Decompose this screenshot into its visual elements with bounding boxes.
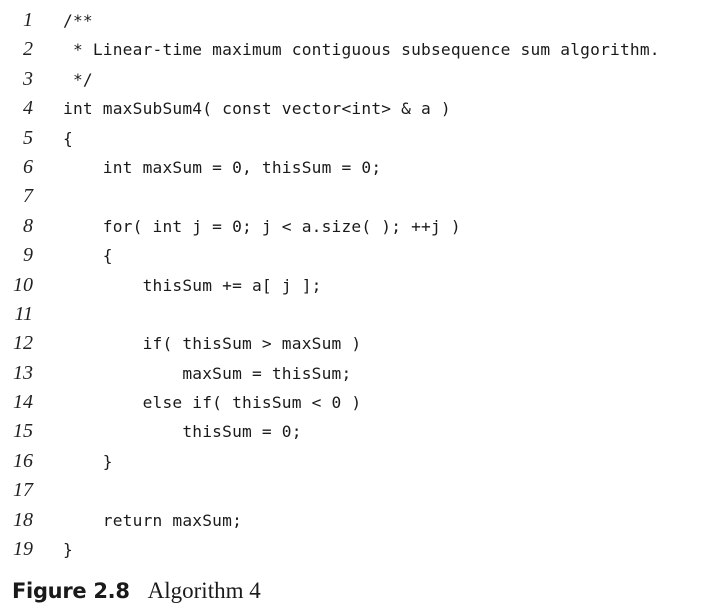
line-number: 4	[23, 97, 33, 120]
code-text: */	[63, 69, 93, 89]
code-line: 14 else if( thisSum < 0 )	[0, 388, 714, 417]
code-text: maxSum = thisSum;	[63, 363, 352, 383]
line-number: 7	[23, 185, 33, 208]
line-number: 19	[13, 538, 33, 561]
code-line: 6 int maxSum = 0, thisSum = 0;	[0, 153, 714, 182]
figure-caption: Figure 2.8 Algorithm 4	[12, 578, 261, 604]
code-line: 5{	[0, 124, 714, 153]
code-line: 8 for( int j = 0; j < a.size( ); ++j )	[0, 212, 714, 241]
line-number: 11	[14, 302, 33, 325]
figure-label: Figure 2.8	[12, 579, 130, 603]
code-text: return maxSum;	[63, 510, 243, 530]
code-line: 18 return maxSum;	[0, 506, 714, 535]
code-line: 3 */	[0, 65, 714, 94]
code-text: int maxSubSum4( const vector<int> & a )	[63, 99, 451, 119]
code-text: int maxSum = 0, thisSum = 0;	[63, 157, 382, 177]
code-line: 4 int maxSubSum4( const vector<int> & a )	[0, 94, 714, 123]
code-line: 9 {	[0, 241, 714, 270]
line-number: 10	[13, 273, 33, 296]
code-line: 7	[0, 182, 714, 211]
code-text: }	[63, 451, 113, 471]
line-number: 14	[13, 391, 33, 414]
code-text: {	[63, 128, 73, 148]
line-number: 5	[23, 126, 33, 149]
line-number: 1	[23, 9, 33, 31]
code-text: }	[63, 540, 73, 560]
line-number: 6	[23, 155, 33, 178]
code-line: 11	[0, 300, 714, 329]
line-number: 18	[13, 508, 33, 531]
code-text: thisSum = 0;	[63, 422, 302, 442]
line-number: 3	[23, 67, 33, 90]
code-text: for( int j = 0; j < a.size( ); ++j )	[63, 216, 461, 236]
code-line: 10 thisSum += a[ j ];	[0, 271, 714, 300]
code-text: if( thisSum > maxSum )	[63, 334, 362, 354]
code-line: 16 }	[0, 447, 714, 476]
line-number: 15	[13, 420, 33, 443]
line-number: 12	[13, 332, 33, 355]
code-text: * Linear-time maximum contiguous subsequ…	[63, 40, 660, 60]
line-number: 9	[23, 244, 33, 267]
code-line: 2 * Linear-time maximum contiguous subse…	[0, 35, 714, 64]
code-text: /**	[63, 11, 93, 30]
line-number: 8	[23, 214, 33, 237]
code-line: 17	[0, 476, 714, 505]
line-number: 13	[13, 361, 33, 384]
code-text: {	[63, 246, 113, 266]
code-listing: 1 /** 2 * Linear-time maximum contiguous …	[0, 6, 714, 564]
code-text: thisSum += a[ j ];	[63, 275, 322, 295]
figure-title: Algorithm 4	[147, 578, 261, 603]
line-number: 2	[23, 38, 33, 61]
code-line: 13 maxSum = thisSum;	[0, 359, 714, 388]
line-number: 16	[13, 449, 33, 472]
code-line: 15 thisSum = 0;	[0, 417, 714, 446]
line-number: 17	[13, 479, 33, 502]
code-line: 19}	[0, 535, 714, 564]
code-text: else if( thisSum < 0 )	[63, 393, 362, 413]
code-line: 1 /**	[0, 6, 714, 35]
code-line: 12 if( thisSum > maxSum )	[0, 329, 714, 358]
